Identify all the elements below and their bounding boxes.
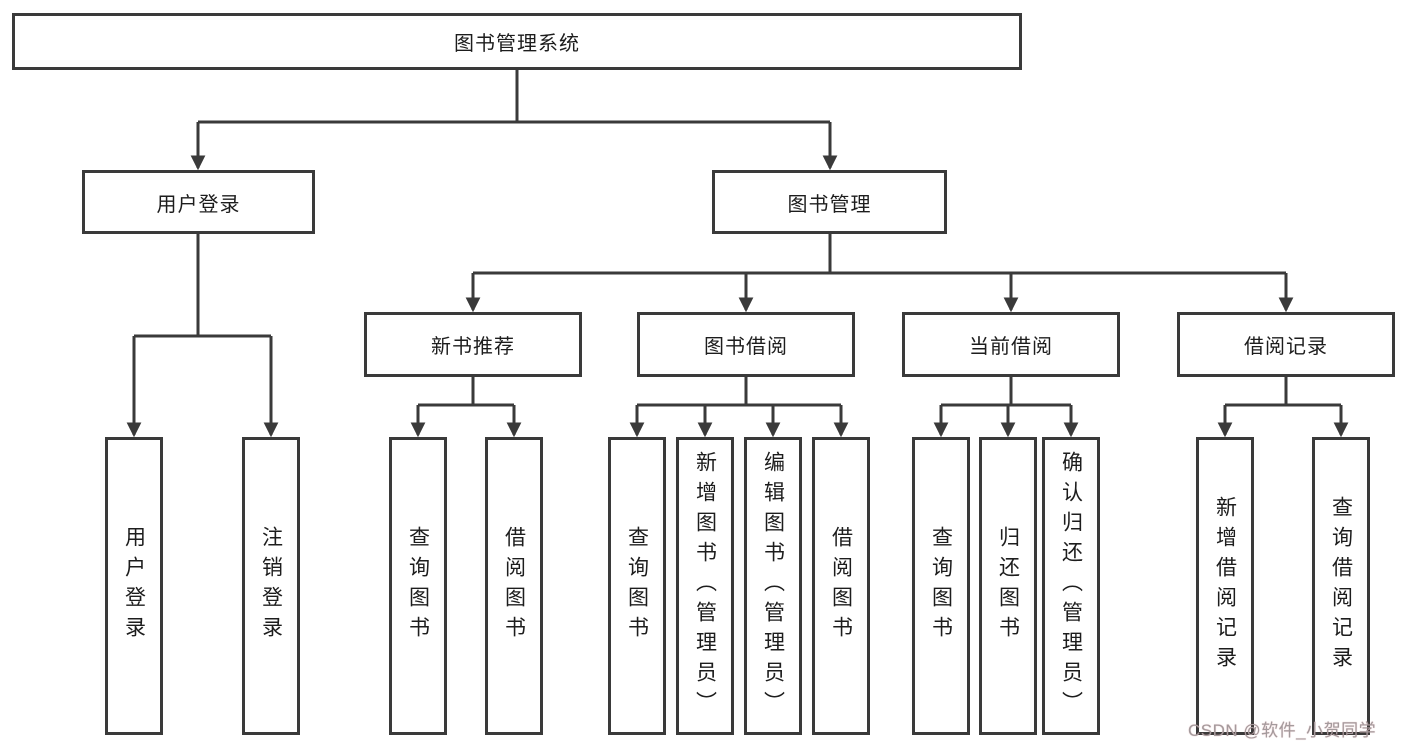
leaf-br-add-record: 新增借阅记录 <box>1196 437 1254 735</box>
leaf-bb-query-books-label: 查询图书 <box>625 526 649 646</box>
node-user-login-label: 用户登录 <box>156 193 241 216</box>
leaf-cb-return-books: 归还图书 <box>979 437 1037 735</box>
csdn-watermark: CSDN @软件_小贺同学 <box>1188 721 1377 740</box>
leaf-bb-add-books-admin-label: 新增图书（管理员） <box>693 451 717 721</box>
leaf-cb-query-books: 查询图书 <box>912 437 970 735</box>
leaf-cb-query-books-label: 查询图书 <box>929 526 953 646</box>
leaf-nb-query-books: 查询图书 <box>389 437 447 735</box>
leaf-nb-query-books-label: 查询图书 <box>406 526 430 646</box>
leaf-br-add-record-label: 新增借阅记录 <box>1213 496 1237 676</box>
node-user-login: 用户登录 <box>82 170 315 234</box>
leaf-logout-label: 注销登录 <box>259 526 283 646</box>
leaf-bb-borrow-books: 借阅图书 <box>812 437 870 735</box>
leaf-bb-add-books-admin: 新增图书（管理员） <box>676 437 734 735</box>
leaf-user-login: 用户登录 <box>105 437 163 735</box>
leaf-bb-borrow-books-label: 借阅图书 <box>829 526 853 646</box>
leaf-nb-borrow-books: 借阅图书 <box>485 437 543 735</box>
node-borrowing-records: 借阅记录 <box>1177 312 1395 377</box>
connector-root-split <box>198 70 830 124</box>
leaf-nb-borrow-books-label: 借阅图书 <box>502 526 526 646</box>
node-current-borrowing: 当前借阅 <box>902 312 1120 377</box>
leaf-cb-confirm-return-admin: 确认归还（管理员） <box>1042 437 1100 735</box>
node-book-management-system-label: 图书管理系统 <box>454 33 580 55</box>
node-current-borrowing-label: 当前借阅 <box>969 336 1053 358</box>
node-book-borrowing: 图书借阅 <box>637 312 855 377</box>
leaf-user-login-label: 用户登录 <box>122 526 146 646</box>
leaf-logout: 注销登录 <box>242 437 300 735</box>
leaf-bb-edit-books-admin-label: 编辑图书（管理员） <box>761 451 785 721</box>
node-book-management-label: 图书管理 <box>787 193 872 216</box>
node-book-management: 图书管理 <box>712 170 947 234</box>
connector-book-management-split <box>473 234 1286 275</box>
connector-book-borrow-split <box>637 377 841 407</box>
leaf-bb-edit-books-admin: 编辑图书（管理员） <box>744 437 802 735</box>
node-book-management-system: 图书管理系统 <box>12 13 1022 70</box>
node-new-book-recommend: 新书推荐 <box>364 312 582 377</box>
node-borrowing-records-label: 借阅记录 <box>1244 336 1328 358</box>
leaf-bb-query-books: 查询图书 <box>608 437 666 735</box>
leaf-cb-return-books-label: 归还图书 <box>996 526 1020 646</box>
connector-borrow-records-split <box>1225 377 1341 407</box>
node-book-borrowing-label: 图书借阅 <box>704 336 788 358</box>
leaf-cb-confirm-return-admin-label: 确认归还（管理员） <box>1059 451 1083 721</box>
connector-current-borrow-split <box>941 377 1071 407</box>
leaf-br-query-record: 查询借阅记录 <box>1312 437 1370 735</box>
node-new-book-recommend-label: 新书推荐 <box>431 336 515 358</box>
connector-user-login-split <box>134 234 271 338</box>
connector-new-book-split <box>418 377 514 407</box>
leaf-br-query-record-label: 查询借阅记录 <box>1329 496 1353 676</box>
